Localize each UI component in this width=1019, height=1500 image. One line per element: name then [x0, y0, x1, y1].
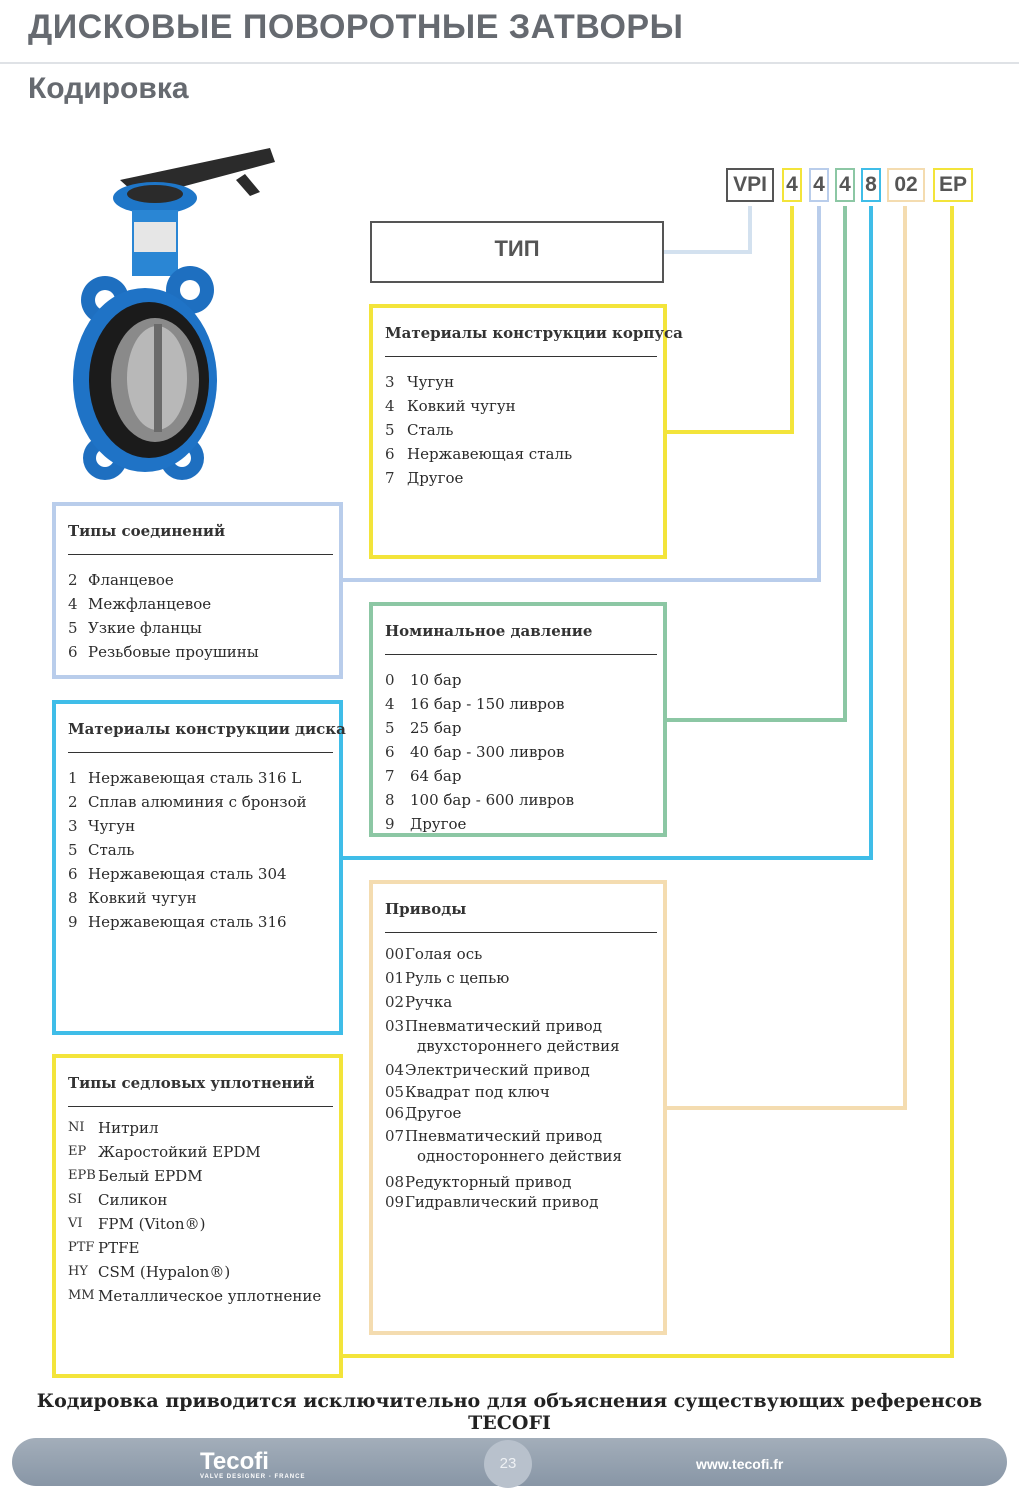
page-title: ДИСКОВЫЕ ПОВОРОТНЫЕ ЗАТВОРЫ: [28, 8, 684, 46]
type-box: ТИП: [370, 221, 664, 283]
code-segment-disc-material: 8: [861, 168, 881, 202]
box-title: Приводы: [385, 900, 467, 918]
connector-connections: [341, 206, 821, 582]
connector-seat-seals: [341, 206, 954, 1358]
box-title: Типы соединений: [68, 522, 226, 540]
box-title: Материалы конструкции корпуса: [385, 324, 683, 342]
code-segment-connection: 4: [809, 168, 829, 202]
brand-logo: Tecofi: [200, 1448, 269, 1475]
code-segment-seat-seal: EP: [933, 168, 973, 202]
box-title: Номинальное давление: [385, 622, 593, 640]
connector-type: [664, 206, 752, 254]
box-divider: [385, 932, 657, 933]
box-title: Материалы конструкции диска: [68, 720, 346, 738]
code-segment-body-material: 4: [782, 168, 802, 202]
connector-actuators: [664, 206, 907, 1110]
title-divider: [0, 62, 1019, 64]
box-title: Типы седловых уплотнений: [68, 1074, 315, 1092]
page-number: 23: [484, 1440, 532, 1488]
code-segment-pressure: 4: [835, 168, 855, 202]
box-divider: [68, 1106, 333, 1107]
box-divider: [385, 654, 657, 655]
website-link[interactable]: www.tecofi.fr: [696, 1456, 784, 1472]
brand-tagline: VALVE DESIGNER - FRANCE: [200, 1474, 306, 1480]
connector-disc-materials: [341, 206, 873, 860]
box-divider: [385, 356, 657, 357]
box-divider: [68, 752, 333, 753]
footnote: Кодировка приводится исключительно для о…: [36, 1390, 983, 1434]
butterfly-valve-image: [73, 148, 275, 480]
connector-pressure: [664, 206, 847, 722]
code-segment-prefix: VPI: [726, 168, 774, 202]
section-title: Кодировка: [28, 72, 189, 105]
box-divider: [68, 554, 333, 555]
code-segment-actuator: 02: [887, 168, 925, 202]
connector-body-materials: [664, 206, 794, 434]
